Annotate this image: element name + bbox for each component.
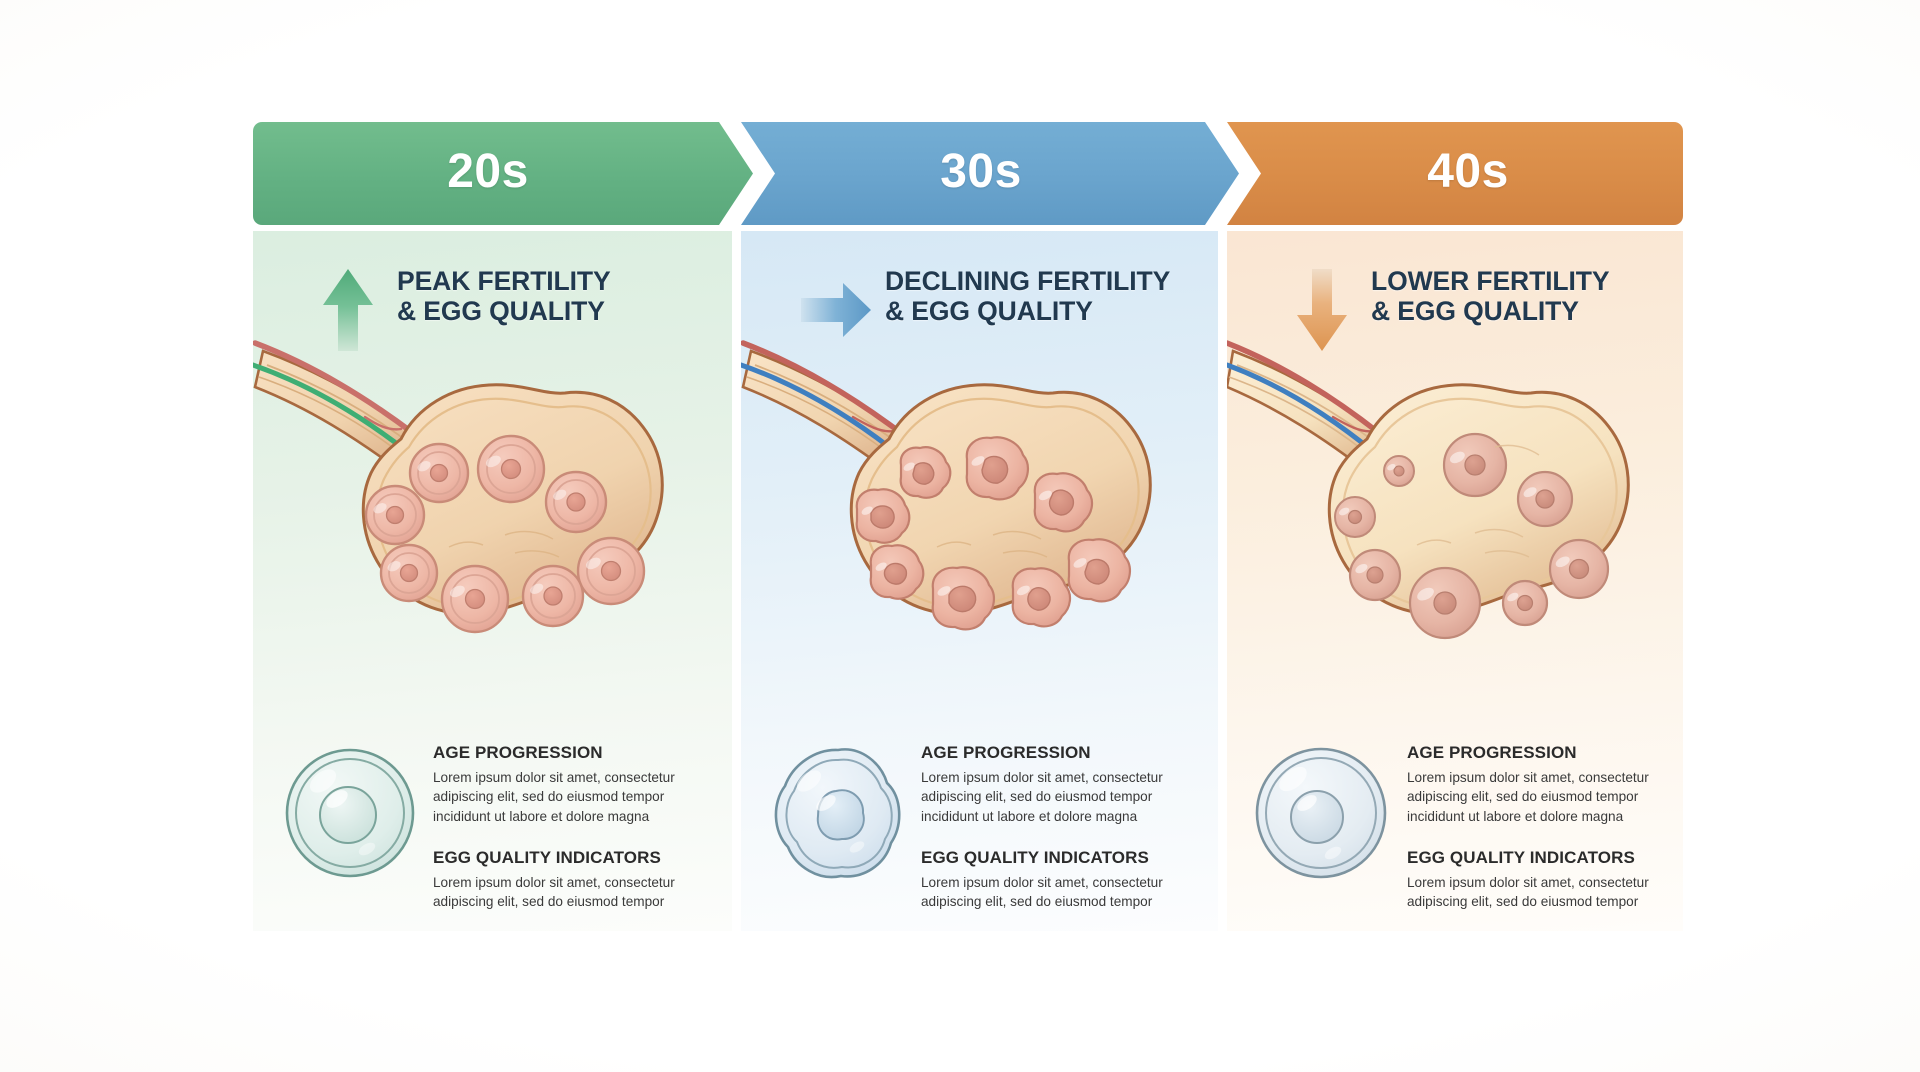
info-section-egg-quality: EGG QUALITY INDICATORS Lorem ipsum dolor… [1407,848,1657,912]
info-section-age-progression: AGE PROGRESSION Lorem ipsum dolor sit am… [1407,743,1657,826]
arrow-right-icon [799,267,873,353]
info-body-text: Lorem ipsum dolor sit amet, consectetur … [433,874,675,910]
info-section-age-progression: AGE PROGRESSION Lorem ipsum dolor sit am… [433,743,683,826]
subtitle-line-1: PEAK FERTILITY [397,266,611,296]
subtitle-line-2: & EGG QUALITY [885,295,1093,326]
info-row: AGE PROGRESSION Lorem ipsum dolor sit am… [253,725,732,925]
info-body: Lorem ipsum dolor sit amet, consectetur … [1407,768,1657,826]
subtitle-text: PEAK FERTILITY & EGG QUALITY [397,266,611,327]
info-body-text: Lorem ipsum dolor sit amet, consectetur … [921,770,1163,824]
stage-panel-forties: LOWER FERTILITY & EGG QUALITY [1227,231,1683,931]
subtitle-line-2: & EGG QUALITY [397,295,605,326]
stage-header-label: 20s [447,145,529,198]
stage-panel-twenties: PEAK FERTILITY & EGG QUALITY [253,231,732,931]
arrow-down-icon [1285,267,1359,353]
info-body: Lorem ipsum dolor sit amet, consectetur … [921,873,1171,912]
info-body: Lorem ipsum dolor sit amet, consectetur … [433,768,683,826]
stage-header-label: 30s [940,145,1022,198]
info-body: Lorem ipsum dolor sit amet, consectetur … [921,768,1171,826]
ovary-illustration-twenties [253,321,732,691]
info-section-egg-quality: EGG QUALITY INDICATORS Lorem ipsum dolor… [433,848,683,912]
info-heading: AGE PROGRESSION [1407,743,1577,762]
info-body-text: Lorem ipsum dolor sit amet, consectetur … [433,770,675,824]
info-section-egg-quality: EGG QUALITY INDICATORS Lorem ipsum dolor… [921,848,1171,912]
info-body: Lorem ipsum dolor sit amet, consectetur … [1407,873,1657,912]
subtitle-line-1: LOWER FERTILITY [1371,266,1610,296]
info-body-text: Lorem ipsum dolor sit amet, consectetur … [921,874,1163,910]
info-row: AGE PROGRESSION Lorem ipsum dolor sit am… [1227,725,1683,925]
subtitle-row: LOWER FERTILITY & EGG QUALITY [1227,266,1683,353]
info-text-block: AGE PROGRESSION Lorem ipsum dolor sit am… [921,725,1171,911]
info-heading: EGG QUALITY INDICATORS [433,847,661,867]
info-row: AGE PROGRESSION Lorem ipsum dolor sit am… [741,725,1218,925]
info-body: Lorem ipsum dolor sit amet, consectetur … [433,873,683,912]
egg-cell-icon [1249,733,1399,893]
info-body-text: Lorem ipsum dolor sit amet, consectetur … [1407,770,1649,824]
info-section-age-progression: AGE PROGRESSION Lorem ipsum dolor sit am… [921,743,1171,826]
info-heading: AGE PROGRESSION [433,743,603,762]
subtitle-row: DECLINING FERTILITY & EGG QUALITY [741,266,1218,353]
egg-cell-icon [763,733,913,893]
stage-panels: PEAK FERTILITY & EGG QUALITY [253,231,1683,931]
subtitle-row: PEAK FERTILITY & EGG QUALITY [253,266,732,353]
ovary-illustration-thirties [741,321,1218,691]
info-heading: EGG QUALITY INDICATORS [921,847,1149,867]
ovary-illustration-forties [1227,321,1683,691]
info-text-block: AGE PROGRESSION Lorem ipsum dolor sit am… [1407,725,1657,911]
stage-header-thirties[interactable]: 30s [741,122,1239,225]
stage-header-label: 40s [1427,145,1509,198]
subtitle-line-1: DECLINING FERTILITY [885,266,1171,296]
stage-header-forties[interactable]: 40s [1227,122,1683,225]
info-body-text: Lorem ipsum dolor sit amet, consectetur … [1407,874,1649,910]
stage-header-twenties[interactable]: 20s [253,122,753,225]
subtitle-text: DECLINING FERTILITY & EGG QUALITY [885,266,1171,327]
info-heading: AGE PROGRESSION [921,743,1091,762]
info-heading: EGG QUALITY INDICATORS [1407,847,1635,867]
stage-header-band: 20s 30s 40s [253,122,1683,225]
arrow-up-icon [311,267,385,353]
subtitle-text: LOWER FERTILITY & EGG QUALITY [1371,266,1610,327]
egg-cell-icon [275,733,425,893]
subtitle-line-2: & EGG QUALITY [1371,295,1579,326]
info-text-block: AGE PROGRESSION Lorem ipsum dolor sit am… [433,725,683,911]
stage-panel-thirties: DECLINING FERTILITY & EGG QUALITY [741,231,1218,931]
